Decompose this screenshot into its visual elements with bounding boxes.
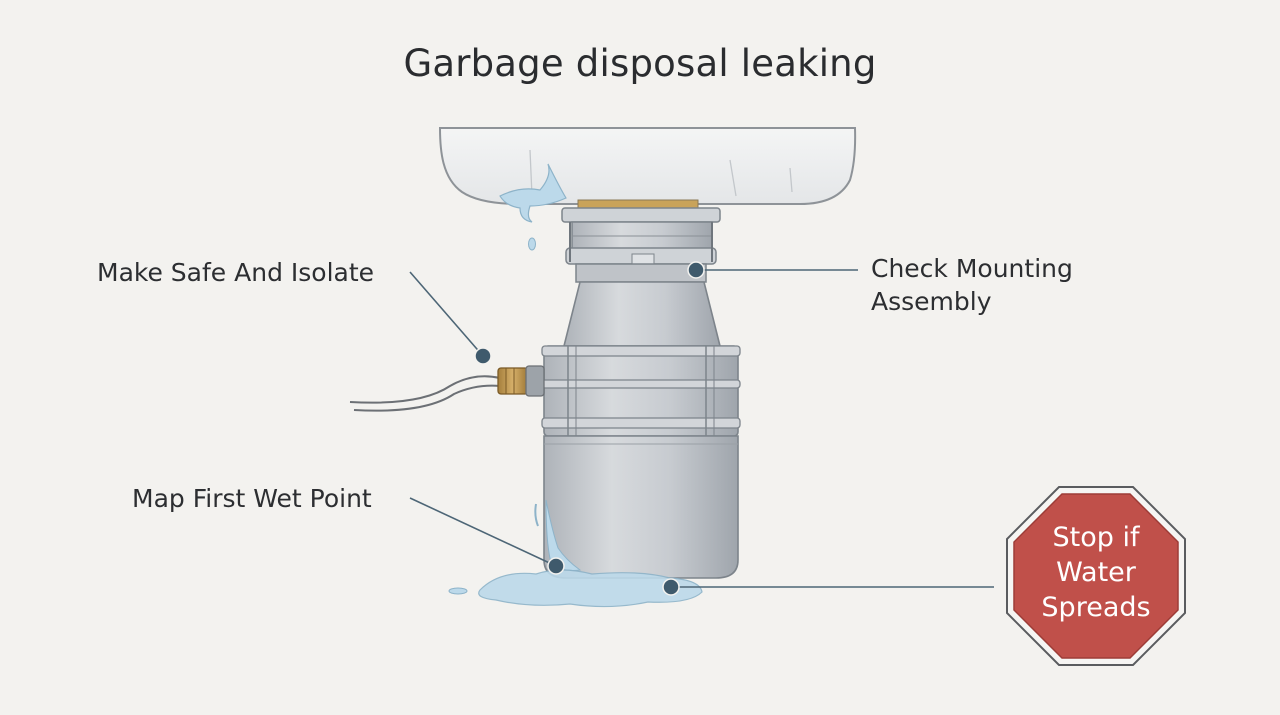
callout-check-mounting-line2: Assembly (871, 287, 992, 316)
stop-sign-line2: Water (1056, 557, 1136, 588)
disposal-body (541, 281, 741, 579)
leader-make-safe (409, 271, 484, 357)
stop-sign-line1: Stop if (1052, 522, 1140, 553)
side-leak (534, 499, 582, 571)
mounting-assembly (561, 199, 721, 283)
callout-markers (474, 261, 705, 596)
page-title: Garbage disposal leaking (403, 42, 877, 85)
marker-mounting (687, 261, 705, 279)
callout-wet-point: Map First Wet Point (132, 484, 372, 513)
callout-check-mounting-line1: Check Mounting (871, 254, 1073, 283)
callout-check-mounting: Check Mounting Assembly (871, 252, 1073, 318)
leader-wet-point (409, 497, 557, 567)
leader-lines (409, 269, 994, 588)
sink-basin (438, 127, 857, 205)
marker-wet-point (547, 557, 565, 575)
power-cord (349, 365, 545, 412)
marker-make-safe (474, 347, 492, 365)
stop-sign-text: Stop if Water Spreads (1008, 520, 1184, 625)
stop-sign (1006, 486, 1186, 666)
sink-drip (499, 163, 567, 251)
callout-make-safe: Make Safe And Isolate (97, 258, 375, 287)
stop-sign-line3: Spreads (1041, 592, 1151, 623)
marker-stop (662, 578, 680, 596)
